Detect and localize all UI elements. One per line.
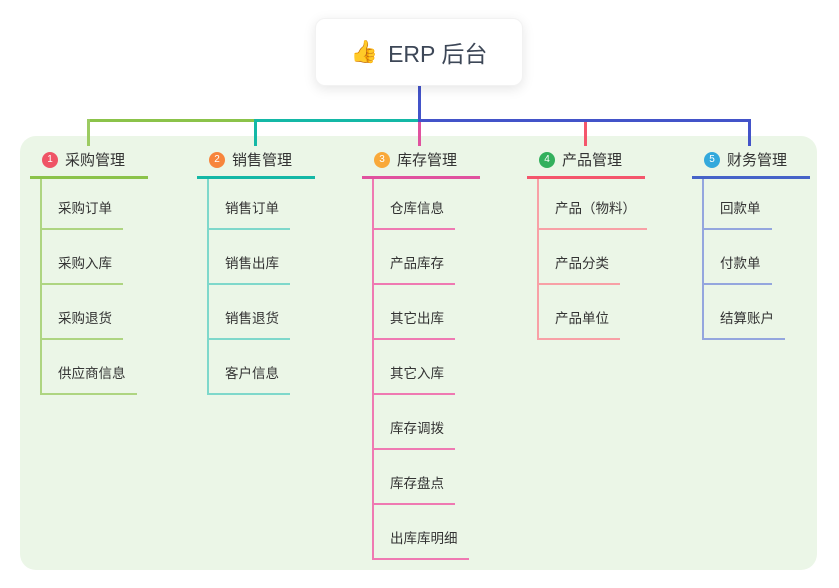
child-stock-transfer[interactable]: 库存调拨 [372,419,455,450]
child-other-inbound[interactable]: 其它入库 [372,364,455,395]
branch-node-purchase[interactable]: 1 采购管理 [30,147,148,179]
child-payment-order[interactable]: 付款单 [702,254,772,285]
badge-5-icon: 5 [704,151,720,168]
child-product-category[interactable]: 产品分类 [537,254,620,285]
connector-bus-blue [418,119,751,122]
spine-inventory [372,179,374,560]
branch-label: 销售管理 [232,152,293,169]
child-supplier-info[interactable]: 供应商信息 [40,364,137,395]
child-sales-outbound[interactable]: 销售出库 [207,254,290,285]
child-receipt-order[interactable]: 回款单 [702,199,772,230]
root-node-erp[interactable]: 👍 ERP 后台 [315,18,523,86]
child-purchase-inbound[interactable]: 采购入库 [40,254,123,285]
child-purchase-order[interactable]: 采购订单 [40,199,123,230]
branch-label: 产品管理 [562,152,623,169]
connector-bus-green [87,119,254,122]
branch-label: 库存管理 [397,152,458,169]
spine-sales [207,179,209,395]
child-stock-check[interactable]: 库存盘点 [372,474,455,505]
child-sales-order[interactable]: 销售订单 [207,199,290,230]
child-other-outbound[interactable]: 其它出库 [372,309,455,340]
connector-drop-finance [748,119,751,146]
thumbs-up-icon: 👍 [350,39,379,64]
branch-node-product[interactable]: 4 产品管理 [527,147,645,179]
connector-drop-inventory [418,122,421,146]
connector-drop-product [584,122,587,146]
child-outbound-detail[interactable]: 出库库明细 [372,529,469,560]
child-purchase-return[interactable]: 采购退货 [40,309,123,340]
mindmap-panel [20,136,817,570]
spine-product [537,179,539,340]
connector-root-drop [418,86,421,119]
child-customer-info[interactable]: 客户信息 [207,364,290,395]
branch-label: 采购管理 [65,152,126,169]
badge-1-icon: 1 [42,151,58,168]
root-node-label: ERP 后台 [388,41,488,67]
child-warehouse-info[interactable]: 仓库信息 [372,199,455,230]
connector-drop-sales [254,119,257,146]
child-product-material[interactable]: 产品（物料） [537,199,647,230]
branch-node-finance[interactable]: 5 财务管理 [692,147,810,179]
badge-4-icon: 4 [539,151,555,168]
badge-2-icon: 2 [209,151,225,168]
branch-label: 财务管理 [727,152,788,169]
child-settlement-account[interactable]: 结算账户 [702,309,785,340]
spine-finance [702,179,704,340]
branch-node-sales[interactable]: 2 销售管理 [197,147,315,179]
branch-node-inventory[interactable]: 3 库存管理 [362,147,480,179]
connector-drop-purchase [87,119,90,146]
spine-purchase [40,179,42,395]
child-sales-return[interactable]: 销售退货 [207,309,290,340]
badge-3-icon: 3 [374,151,390,168]
child-product-unit[interactable]: 产品单位 [537,309,620,340]
connector-bus-teal [254,119,418,122]
child-product-stock[interactable]: 产品库存 [372,254,455,285]
